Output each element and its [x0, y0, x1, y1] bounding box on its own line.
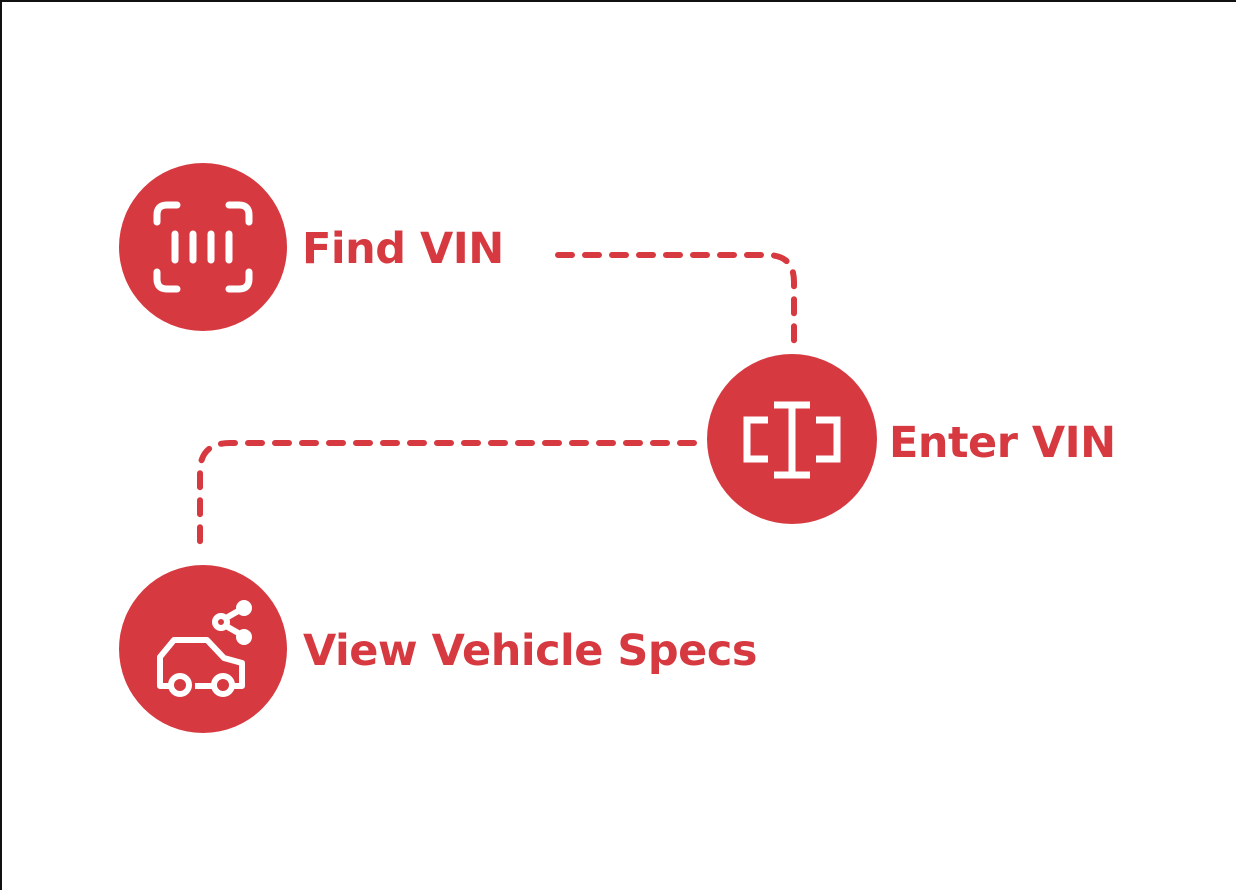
step-find-vin-node: [119, 163, 287, 331]
step-view-specs-node: [119, 565, 287, 733]
car-share-icon: [157, 600, 252, 697]
step-enter-vin-node: [707, 354, 877, 524]
step-find-vin-label: Find VIN: [302, 224, 504, 274]
step-view-specs-label: View Vehicle Specs: [303, 626, 757, 676]
text-cursor-input-icon: [743, 401, 841, 479]
connector-enter-to-view: [197, 440, 697, 553]
step-enter-vin-label: Enter VIN: [889, 418, 1116, 468]
connector-find-to-enter: [555, 252, 797, 347]
barcode-scan-icon: [153, 201, 253, 293]
